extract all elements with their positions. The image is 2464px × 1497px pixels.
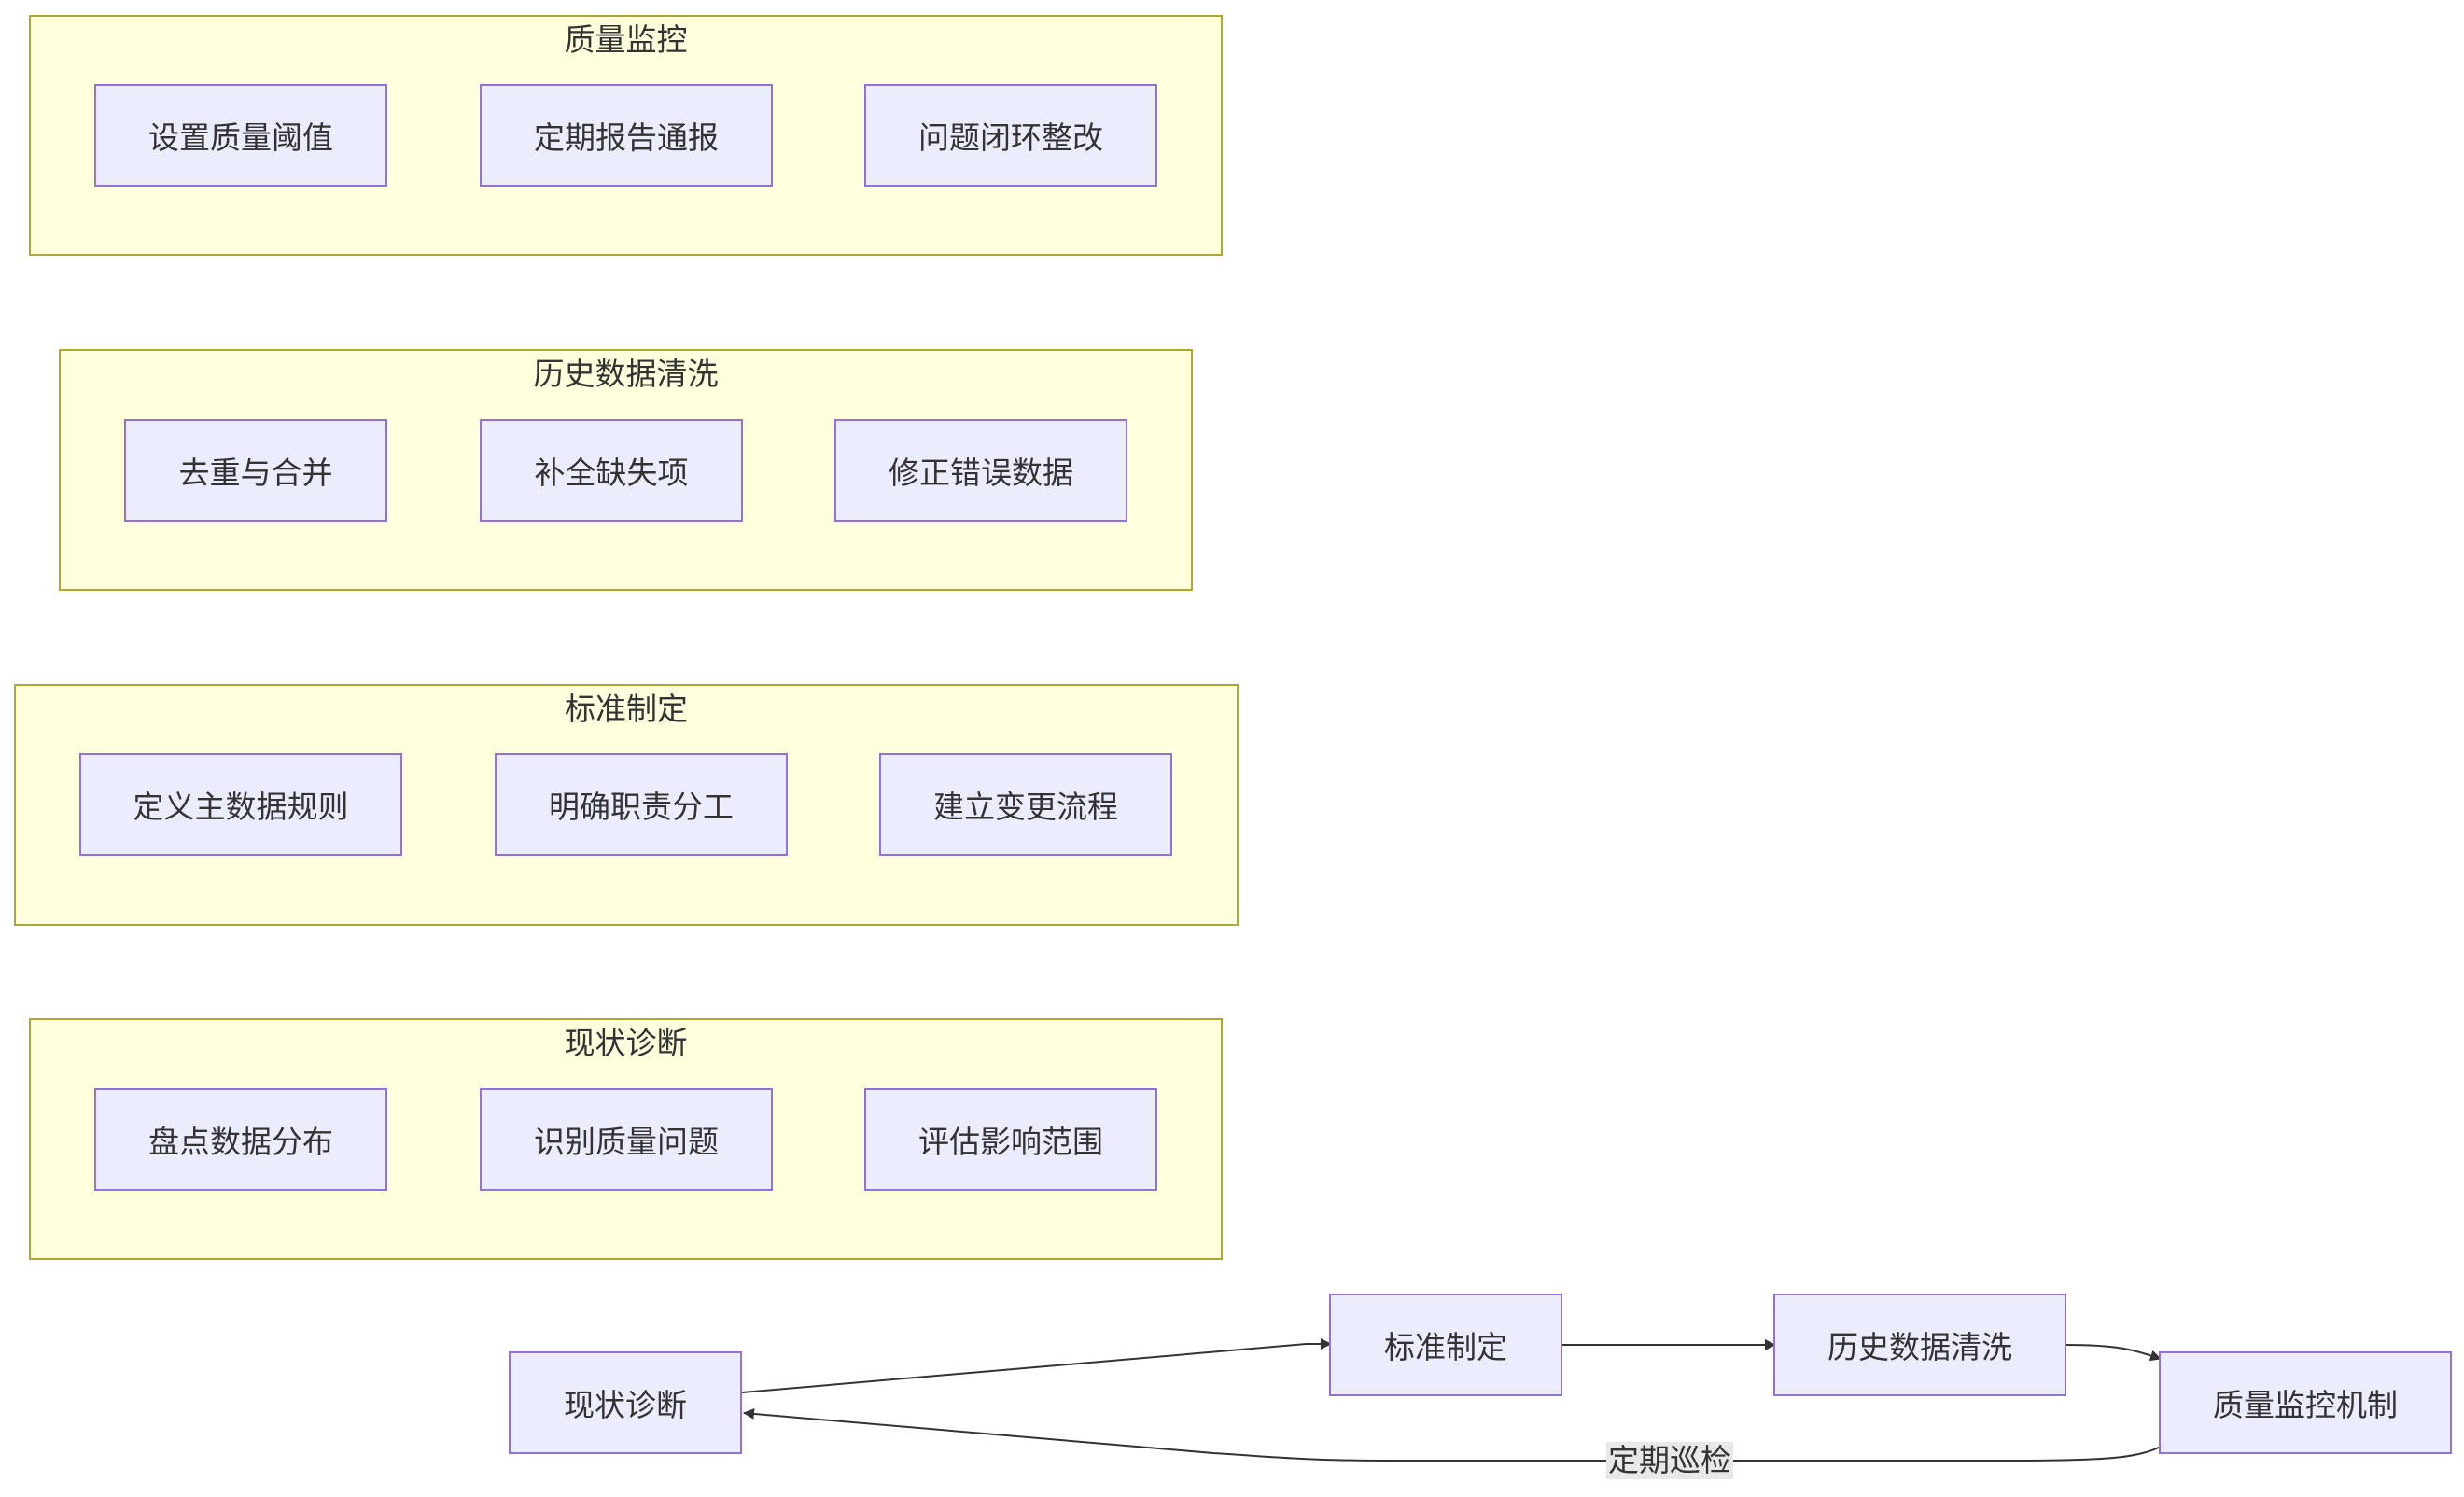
edge-monitoring-to-diagnosis xyxy=(743,1407,2162,1462)
node-inventory-data[interactable]: 盘点数据分布 xyxy=(94,1088,387,1191)
node-assess-impact[interactable]: 评估影响范围 xyxy=(864,1088,1157,1191)
flow-node-monitoring[interactable]: 质量监控机制 xyxy=(2159,1351,2452,1454)
node-fix-errors[interactable]: 修正错误数据 xyxy=(834,419,1127,522)
cluster-title: 现状诊断 xyxy=(564,1025,688,1061)
flow-node-diagnosis[interactable]: 现状诊断 xyxy=(509,1351,742,1454)
edge-cleaning-to-monitoring xyxy=(2065,1344,2162,1362)
node-periodic-report[interactable]: 定期报告通报 xyxy=(480,84,773,187)
node-set-quality-threshold[interactable]: 设置质量阈值 xyxy=(94,84,387,187)
node-dedupe-merge[interactable]: 去重与合并 xyxy=(124,419,387,522)
cluster-title: 质量监控 xyxy=(564,21,688,58)
node-fill-missing[interactable]: 补全缺失项 xyxy=(480,419,743,522)
edge-label-periodic-inspection: 定期巡检 xyxy=(1606,1442,1733,1479)
node-change-process[interactable]: 建立变更流程 xyxy=(879,753,1172,856)
node-issue-closure[interactable]: 问题闭环整改 xyxy=(864,84,1157,187)
flow-node-standard[interactable]: 标准制定 xyxy=(1329,1294,1562,1396)
edge-diagnosis-to-standard xyxy=(741,1338,1332,1393)
node-identify-issues[interactable]: 识别质量问题 xyxy=(480,1088,773,1191)
cluster-title: 标准制定 xyxy=(565,691,688,727)
node-define-rules[interactable]: 定义主数据规则 xyxy=(79,753,402,856)
cluster-title: 历史数据清洗 xyxy=(533,356,719,392)
flow-node-cleaning[interactable]: 历史数据清洗 xyxy=(1773,1294,2066,1396)
node-clarify-roles[interactable]: 明确职责分工 xyxy=(495,753,788,856)
